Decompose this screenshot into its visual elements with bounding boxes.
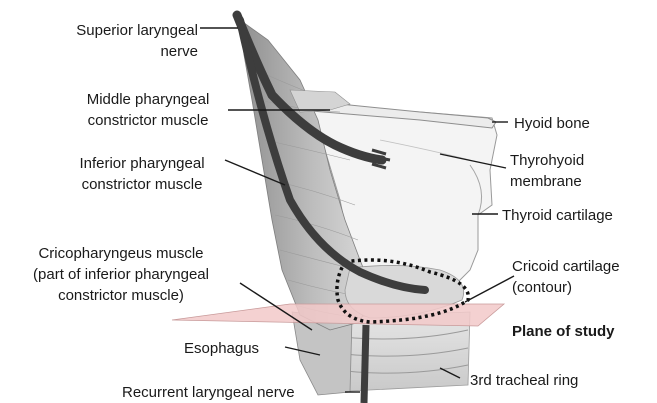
label-third-tracheal-ring: 3rd tracheal ring [470, 370, 578, 391]
label-cricopharyngeus: Cricopharyngeus muscle (part of inferior… [2, 243, 240, 306]
label-cricoid-cartilage: Cricoid cartilage (contour) [512, 256, 620, 298]
plane-of-study [172, 304, 504, 326]
label-inferior-pharyngeal-constrictor: Inferior pharyngeal constrictor muscle [54, 153, 230, 195]
label-thyrohyoid-membrane: Thyrohyoid membrane [510, 150, 584, 192]
label-esophagus: Esophagus [184, 338, 259, 359]
label-plane-of-study: Plane of study [512, 321, 615, 342]
label-recurrent-laryngeal-nerve: Recurrent laryngeal nerve [122, 382, 295, 403]
label-thyroid-cartilage: Thyroid cartilage [502, 205, 613, 226]
label-middle-pharyngeal-constrictor: Middle pharyngeal constrictor muscle [68, 89, 228, 131]
label-hyoid-bone: Hyoid bone [514, 113, 590, 134]
recurrent-laryngeal-nerve-path [364, 325, 366, 403]
label-superior-laryngeal-nerve: Superior laryngeal nerve [28, 20, 198, 62]
